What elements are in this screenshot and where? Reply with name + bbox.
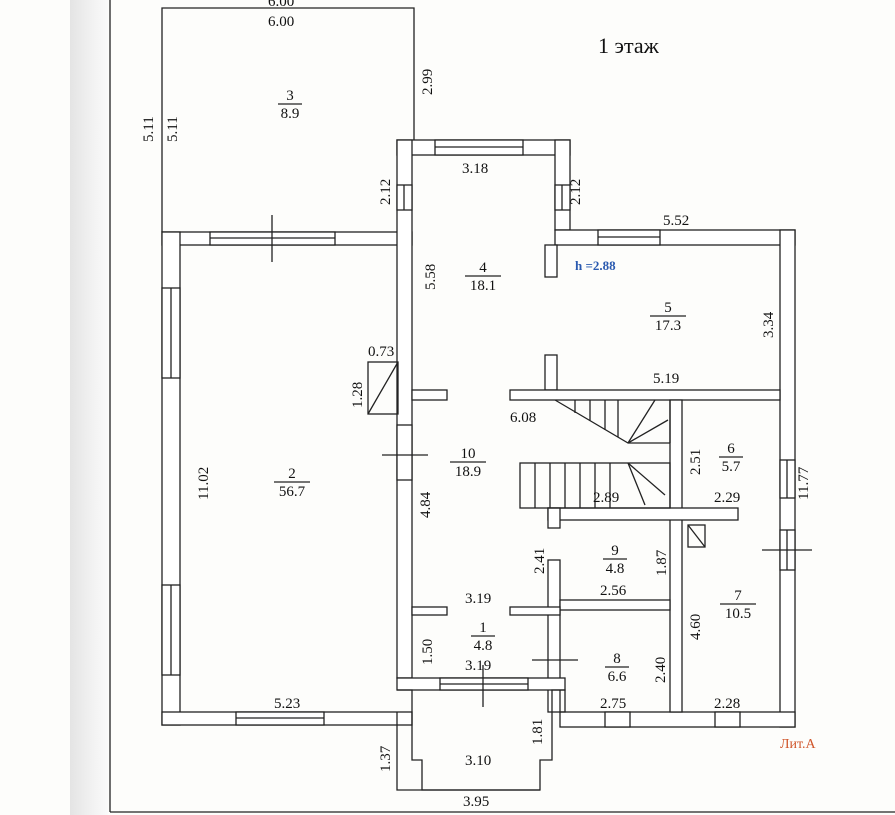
svg-text:5.23: 5.23: [274, 696, 300, 712]
room-4: 418.1: [465, 260, 501, 294]
svg-text:2.12: 2.12: [568, 179, 584, 205]
staircase: [519, 399, 671, 509]
svg-text:5.11: 5.11: [165, 116, 181, 142]
room-8: 86.6: [605, 651, 629, 685]
svg-text:1.87: 1.87: [654, 549, 670, 576]
svg-text:5.19: 5.19: [653, 371, 679, 387]
svg-text:2.41: 2.41: [532, 548, 548, 574]
svg-text:2.28: 2.28: [714, 696, 740, 712]
svg-text:5.11: 5.11: [141, 116, 157, 142]
windows: [161, 139, 796, 728]
svg-text:3.34: 3.34: [761, 311, 777, 338]
svg-text:8.9: 8.9: [281, 106, 300, 122]
svg-text:6.00: 6.00: [268, 0, 294, 10]
svg-text:2.56: 2.56: [600, 583, 627, 599]
svg-text:5.52: 5.52: [663, 213, 689, 229]
svg-text:1: 1: [479, 620, 487, 636]
dimensions: 6.00 6.00 5.11 5.11 2.99 3.18 2.12 2.12 …: [141, 0, 812, 810]
svg-text:18.9: 18.9: [455, 464, 481, 480]
svg-text:3.18: 3.18: [462, 161, 488, 177]
svg-text:2.12: 2.12: [378, 179, 394, 205]
vent-shaft: [687, 524, 706, 548]
svg-text:1.50: 1.50: [420, 639, 436, 665]
svg-text:11.77: 11.77: [796, 466, 812, 500]
svg-text:5: 5: [664, 300, 672, 316]
svg-text:3: 3: [286, 88, 294, 104]
svg-text:3.10: 3.10: [465, 753, 491, 769]
svg-text:10: 10: [461, 446, 476, 462]
scan-edge: [70, 0, 108, 815]
svg-text:10.5: 10.5: [725, 606, 751, 622]
room-10: 10 18.9: [450, 446, 486, 480]
svg-text:5.7: 5.7: [722, 459, 741, 475]
ceiling-height: h =2.88: [575, 258, 616, 273]
floor-title: 1 этаж: [598, 33, 660, 58]
svg-text:11.02: 11.02: [196, 467, 212, 500]
svg-text:9: 9: [611, 543, 619, 559]
room-3: 38.9: [278, 88, 302, 122]
svg-text:2: 2: [288, 466, 296, 482]
svg-text:3.19: 3.19: [465, 591, 491, 607]
svg-text:1.37: 1.37: [378, 745, 394, 772]
svg-text:1.81: 1.81: [530, 719, 546, 745]
svg-text:18.1: 18.1: [470, 278, 496, 294]
room-1: 14.8: [471, 620, 495, 654]
svg-text:0.73: 0.73: [368, 344, 394, 360]
room-2: 256.7: [274, 466, 310, 500]
room-7: 710.5: [720, 588, 756, 622]
terrace-outline: [161, 7, 415, 232]
svg-text:4.60: 4.60: [688, 614, 704, 640]
svg-text:3.95: 3.95: [463, 794, 489, 810]
svg-text:6: 6: [727, 441, 735, 457]
room-9: 94.8: [603, 543, 627, 577]
svg-text:4.84: 4.84: [418, 491, 434, 518]
svg-text:2.40: 2.40: [653, 657, 669, 683]
door-marks: [271, 215, 812, 707]
svg-text:2.89: 2.89: [593, 490, 619, 506]
svg-text:5.58: 5.58: [423, 264, 439, 290]
svg-text:3.19: 3.19: [465, 658, 491, 674]
svg-text:6.08: 6.08: [510, 410, 536, 426]
svg-text:2.75: 2.75: [600, 696, 626, 712]
svg-text:6.00: 6.00: [268, 14, 294, 30]
svg-text:2.29: 2.29: [714, 490, 740, 506]
svg-text:4.8: 4.8: [474, 638, 493, 654]
svg-text:4.8: 4.8: [606, 561, 625, 577]
chimney: [367, 361, 399, 415]
svg-text:56.7: 56.7: [279, 484, 306, 500]
svg-text:7: 7: [734, 588, 742, 604]
svg-text:17.3: 17.3: [655, 318, 681, 334]
svg-text:6.6: 6.6: [608, 669, 627, 685]
room-6: 65.7: [719, 441, 743, 475]
lit-label: Лит.А: [780, 737, 817, 752]
svg-text:2.51: 2.51: [688, 449, 704, 475]
room-5: 517.3: [650, 300, 686, 334]
svg-text:4: 4: [479, 260, 487, 276]
svg-text:8: 8: [613, 651, 621, 667]
svg-text:1.28: 1.28: [350, 382, 366, 408]
svg-text:2.99: 2.99: [420, 69, 436, 95]
